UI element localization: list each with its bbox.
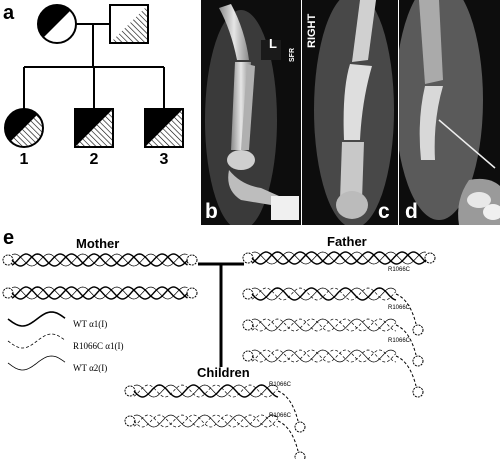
- helix-strand-thin: [251, 349, 397, 363]
- panel-label-a: a: [3, 2, 15, 24]
- helix-strand-thin: [251, 287, 397, 301]
- propeptide-knot: [124, 385, 136, 397]
- legend-line-thick: [7, 311, 66, 327]
- helix-strand-dashed: [251, 318, 397, 332]
- mother-title: Mother: [76, 236, 120, 251]
- helix-strand-dashed: [251, 318, 397, 332]
- helix-strand-thick: [11, 253, 189, 267]
- propeptide-knot: [412, 355, 424, 367]
- propeptide-knot: [242, 252, 254, 264]
- legend-line-thin: [7, 355, 66, 371]
- propeptide-knot: [186, 287, 198, 299]
- collagen-schematic: [2, 251, 436, 459]
- propeptide-knot: [424, 252, 436, 264]
- individual-number-2: 2: [89, 151, 99, 168]
- propeptide-knot: [294, 451, 306, 459]
- propeptide-knot: [242, 350, 254, 362]
- helix-strand-dashed: [133, 414, 279, 428]
- propeptide-knot: [412, 386, 424, 398]
- xray-c: RIGHT c: [302, 0, 398, 225]
- propeptide-knot: [186, 254, 198, 266]
- propeptide-knot: [412, 324, 424, 336]
- helix-strand-thick: [251, 251, 427, 265]
- xray-d: d: [399, 0, 500, 225]
- pedigree-mother: [37, 4, 77, 44]
- mother-helix-1: [11, 253, 189, 267]
- xray-b-image: [205, 4, 299, 225]
- panel-label-c: c: [378, 200, 390, 223]
- helix-strand-thick: [251, 287, 397, 301]
- mutation-label-father-3: R1066C: [388, 338, 411, 344]
- mother-helix-2: [11, 286, 189, 300]
- helix-strand-thin: [133, 384, 279, 398]
- panel-label-e: e: [3, 227, 15, 249]
- xray-b-marker2: SFR: [289, 48, 296, 62]
- panel-label-d: d: [405, 200, 418, 223]
- helix-kink: [277, 420, 299, 452]
- legend-line-dashed: [7, 333, 66, 349]
- individual-number-3: 3: [159, 151, 169, 168]
- child-helix-2: [133, 414, 279, 428]
- legend-label-wt-a1: WT α1(I): [73, 319, 108, 329]
- helix-kink: [277, 390, 299, 422]
- propeptide-knot: [2, 287, 14, 299]
- propeptide-knot: [242, 319, 254, 331]
- mutation-label-child-1: R1066C: [269, 382, 292, 388]
- father-helix-1: [251, 251, 427, 265]
- father-helix-2: [251, 287, 397, 301]
- xray-b-marker: L: [269, 36, 277, 51]
- helix-strand-dashed: [251, 349, 397, 363]
- helix-strand-dashed: [251, 349, 397, 363]
- xray-b: L SFR b: [201, 0, 301, 225]
- propeptide-knot: [2, 254, 14, 266]
- helix-strand-thin: [133, 414, 279, 428]
- pedigree-child-2: [74, 108, 114, 148]
- pedigree-child-1: [4, 108, 44, 148]
- mutation-label-father-1: R1066C: [388, 267, 411, 273]
- helix-strand-dashed: [133, 414, 279, 428]
- panel-label-b: b: [205, 200, 218, 223]
- legend-label-r1066c-a1: R1066C α1(I): [73, 341, 124, 351]
- helix-strand-thick: [251, 251, 427, 265]
- helix-strand-thin: [251, 251, 427, 265]
- father-title: Father: [327, 234, 367, 249]
- helix-strand-thick: [11, 286, 189, 300]
- pedigree-father: [109, 4, 149, 44]
- helix-strand-thin: [11, 286, 188, 300]
- pedigree-child-3: [144, 108, 184, 148]
- helix-strand-thin: [251, 318, 397, 332]
- father-helix-3: [251, 318, 397, 332]
- helix-strand-thick: [133, 384, 279, 398]
- legend-label-wt-a2: WT α2(I): [73, 363, 108, 373]
- xray-d-image: [399, 0, 500, 225]
- helix-kink: [395, 324, 417, 356]
- propeptide-knot: [242, 288, 254, 300]
- children-title: Children: [197, 365, 250, 380]
- pedigree-chart: [4, 4, 184, 148]
- helix-kink: [395, 293, 417, 325]
- xray-c-image: [314, 0, 394, 225]
- helix-strand-dashed: [251, 287, 397, 301]
- helix-kink: [395, 355, 417, 387]
- xray-c-side-label: RIGHT: [306, 13, 318, 48]
- father-helix-4: [251, 349, 397, 363]
- mutation-label-father-2: R1066C: [388, 305, 411, 311]
- helix-strand-dashed: [133, 384, 279, 398]
- propeptide-knot: [294, 421, 306, 433]
- mutation-label-child-2: R1066C: [269, 413, 292, 419]
- propeptide-knot: [124, 415, 136, 427]
- child-helix-1: [133, 384, 279, 398]
- helix-strand-thin: [11, 253, 188, 267]
- individual-number-1: 1: [19, 151, 29, 168]
